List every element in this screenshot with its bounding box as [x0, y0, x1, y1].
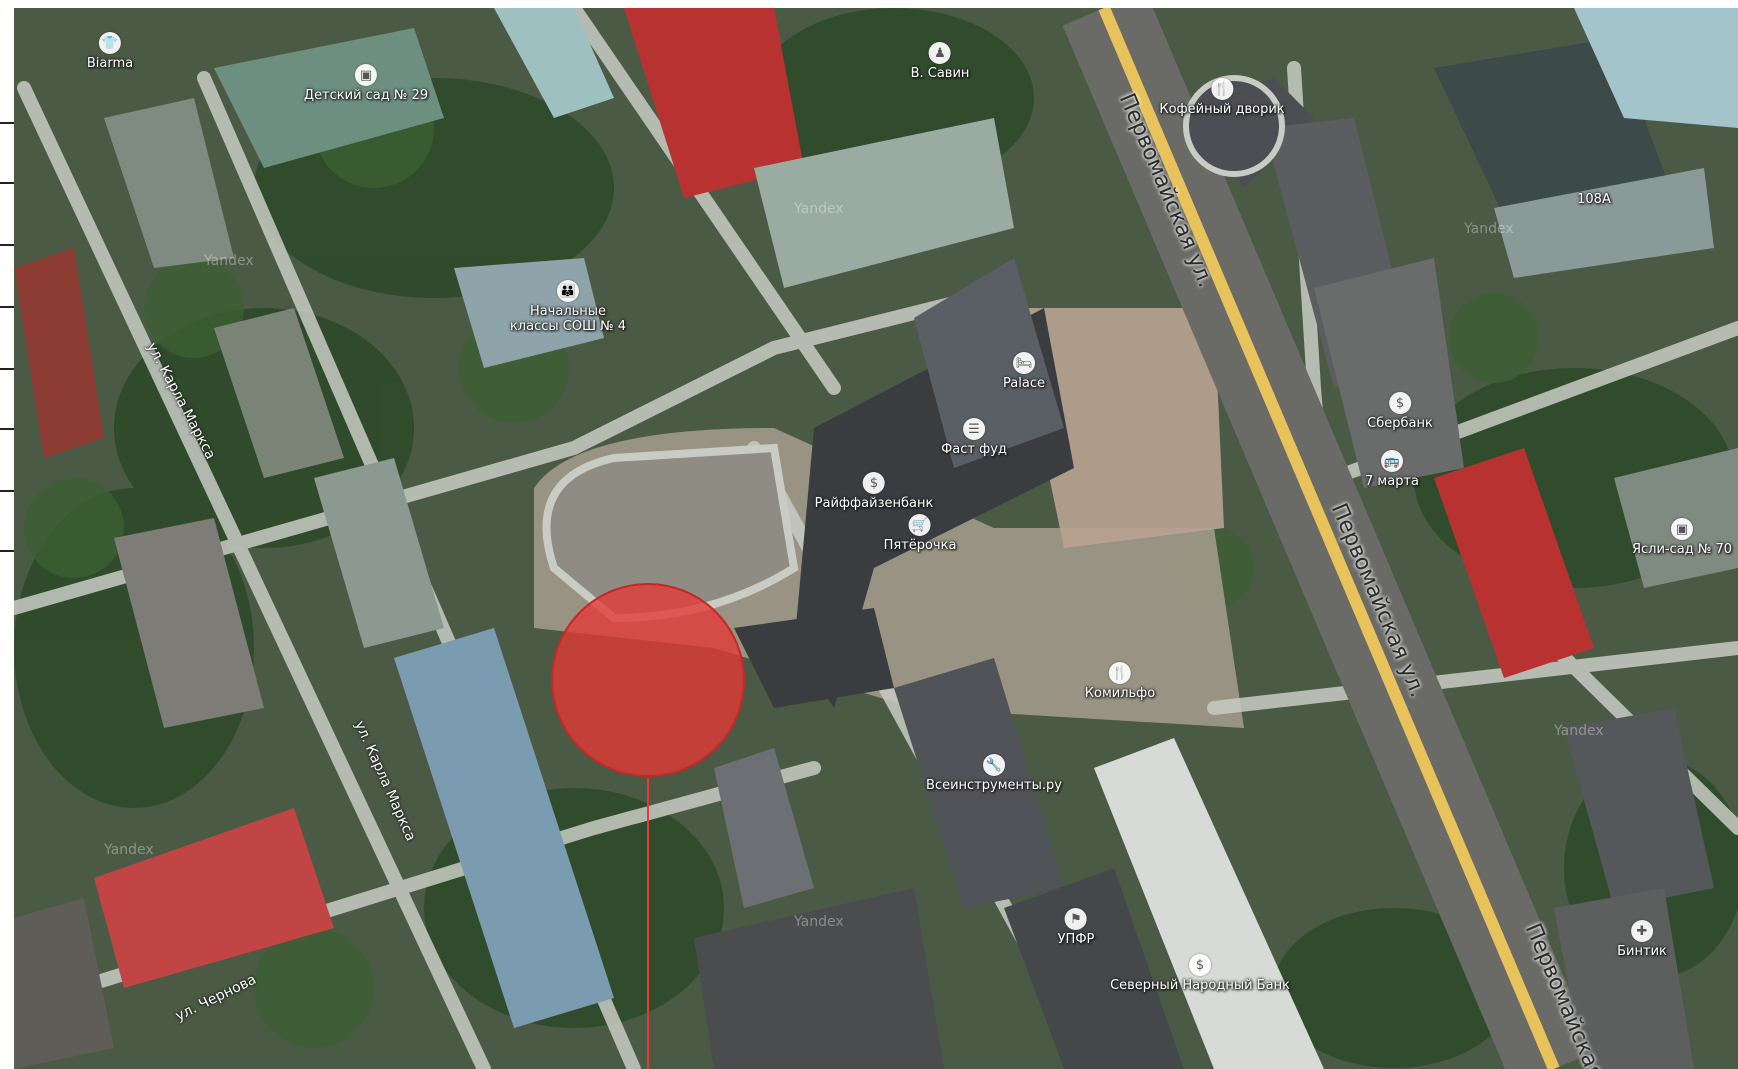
yandex-watermark: Yandex: [104, 842, 154, 858]
school-icon: 👪: [557, 280, 579, 302]
tools-icon: 🔧: [983, 754, 1005, 776]
yandex-watermark: Yandex: [204, 253, 254, 269]
poi-7-marta[interactable]: 🚌 7 марта: [1365, 450, 1419, 490]
poi-coffee[interactable]: 🍴 Кофейный дворик: [1159, 78, 1285, 118]
poi-pyaterochka[interactable]: 🛒 Пятёрочка: [884, 514, 956, 554]
pharmacy-icon: ✚: [1631, 920, 1653, 942]
yandex-watermark: Yandex: [1554, 723, 1604, 739]
poi-vseinstrumenty[interactable]: 🔧 Всеинструменты.ру: [926, 754, 1062, 794]
fork-knife-icon: 🍴: [1211, 78, 1233, 100]
left-panel-edge: [0, 0, 14, 610]
cart-icon: 🛒: [909, 514, 931, 536]
burger-icon: ☰: [963, 418, 985, 440]
yandex-watermark: Yandex: [794, 201, 844, 217]
poi-upfr[interactable]: ⚑ УПФР: [1058, 908, 1094, 948]
poi-kindergarten-29[interactable]: ▣ Детский сад № 29: [304, 64, 428, 104]
poi-bintik[interactable]: ✚ Бинтик: [1617, 920, 1667, 960]
poi-raiffeisen[interactable]: $ Райффайзенбанк: [815, 472, 933, 512]
poi-school-4[interactable]: 👪 Начальные классы СОШ № 4: [510, 280, 626, 334]
satellite-map[interactable]: 👕 Biarma ▣ Детский сад № 29 ♟ В. Савин 🍴…: [14, 8, 1738, 1069]
bed-icon: 🛏: [1012, 352, 1035, 374]
fork-knife-icon: 🍴: [1108, 662, 1131, 684]
yandex-watermark: Yandex: [794, 914, 844, 930]
poi-komilfo[interactable]: 🍴 Комильфо: [1085, 662, 1155, 702]
kindergarten-icon: ▣: [1671, 518, 1693, 540]
dollar-icon: $: [1188, 954, 1211, 976]
poi-nursery-70[interactable]: ▣ Ясли-сад № 70: [1632, 518, 1732, 558]
shirt-icon: 👕: [99, 32, 121, 54]
dollar-icon: $: [1389, 392, 1411, 414]
selection-marker: [551, 583, 745, 777]
poi-savin[interactable]: ♟ В. Савин: [911, 42, 969, 82]
poi-severny-bank[interactable]: $ Северный Народный Банк: [1110, 954, 1290, 994]
poi-sberbank[interactable]: $ Сбербанк: [1367, 392, 1433, 432]
kindergarten-icon: ▣: [355, 64, 377, 86]
poi-fast-food[interactable]: ☰ Фаст фуд: [941, 418, 1007, 458]
poi-palace[interactable]: 🛏 Palace: [1003, 352, 1045, 392]
building-number-108a: 108А: [1577, 192, 1611, 207]
dollar-icon: $: [863, 472, 885, 494]
flag-icon: ⚑: [1064, 908, 1087, 930]
yandex-watermark: Yandex: [1464, 221, 1514, 237]
monument-icon: ♟: [929, 42, 951, 64]
poi-biarma[interactable]: 👕 Biarma: [87, 32, 133, 72]
bus-stop-icon: 🚌: [1381, 450, 1403, 472]
map-imagery: [14, 8, 1738, 1069]
